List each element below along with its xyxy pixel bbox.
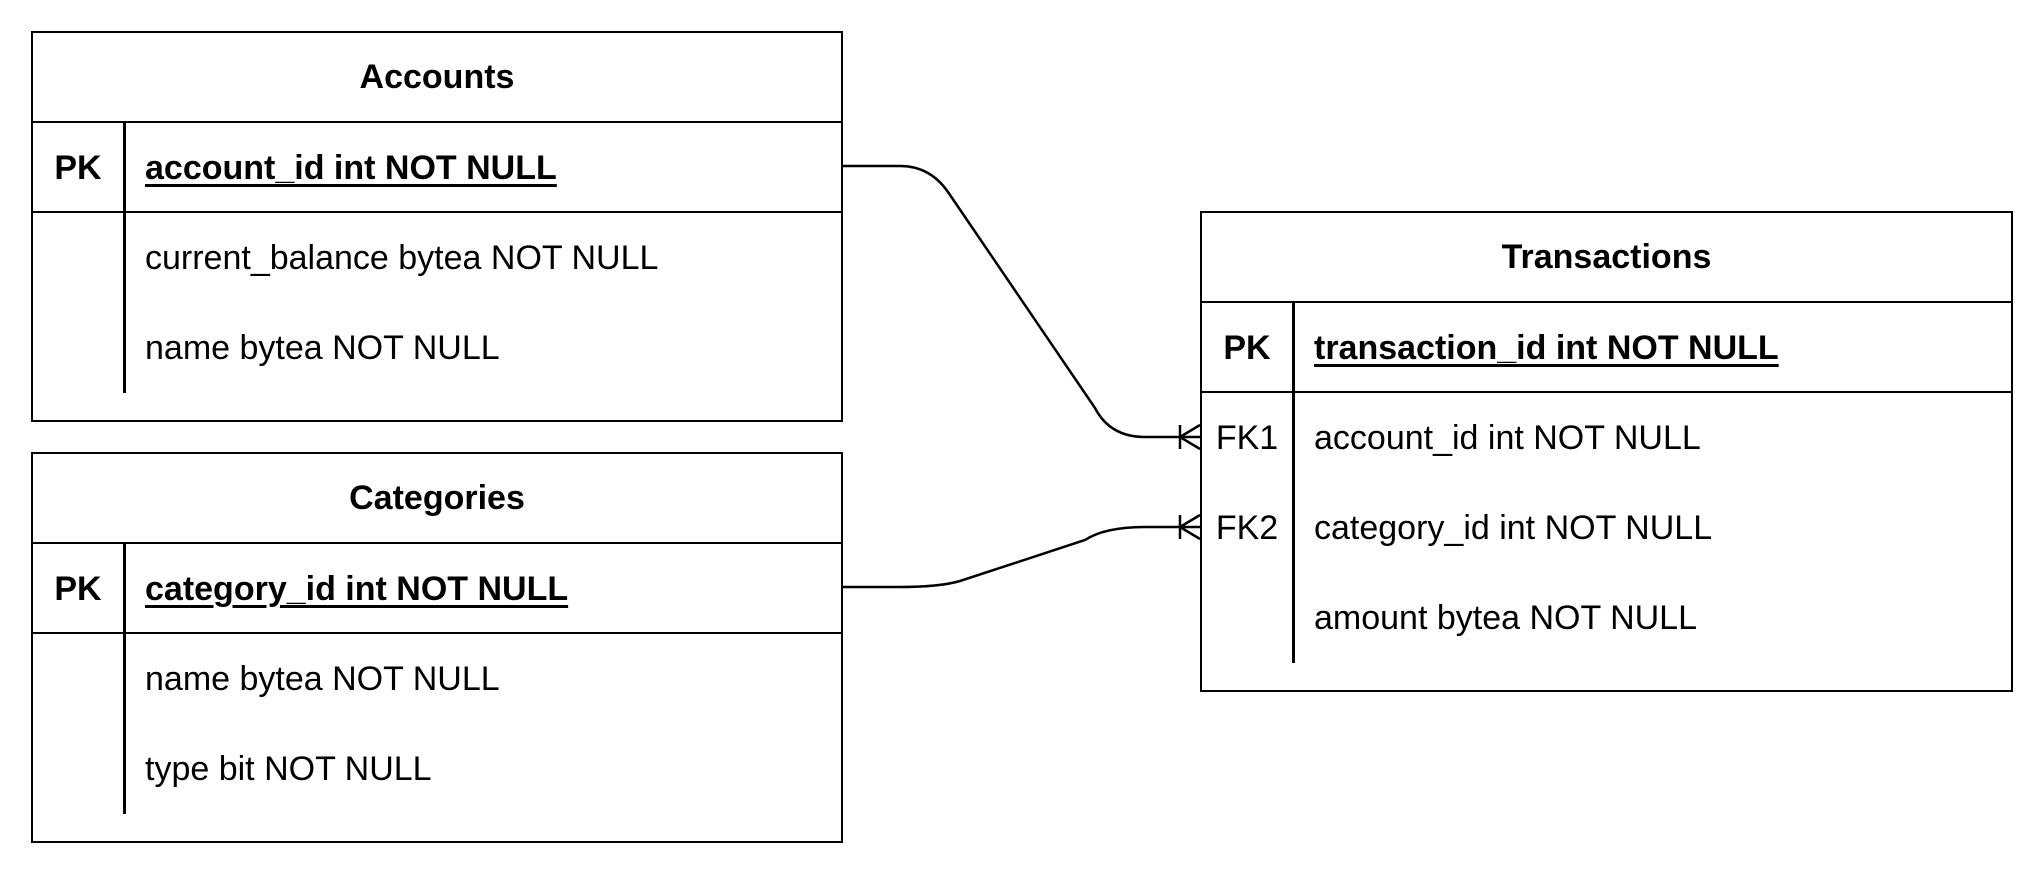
attribute-field: amount bytea NOT NULL bbox=[1314, 598, 1697, 637]
key-label bbox=[1202, 573, 1292, 663]
attribute-field: account_id int NOT NULL bbox=[1314, 418, 1701, 457]
attribute-row: name bytea NOT NULL bbox=[33, 634, 841, 724]
key-label bbox=[33, 634, 123, 724]
pk-label: PK bbox=[1223, 328, 1271, 367]
attribute-field: name bytea NOT NULL bbox=[145, 328, 500, 367]
key-label bbox=[33, 213, 123, 303]
entity-categories[interactable]: Categories PK category_id int NOT NULL n… bbox=[31, 452, 843, 843]
pk-label: PK bbox=[54, 148, 102, 187]
pk-field: category_id int NOT NULL bbox=[145, 569, 569, 608]
crows-foot-fk1 bbox=[1178, 423, 1201, 451]
pk-field: transaction_id int NOT NULL bbox=[1314, 328, 1779, 367]
attribute-row: name bytea NOT NULL bbox=[33, 303, 841, 393]
pk-row: PK account_id int NOT NULL bbox=[33, 123, 841, 213]
fk-label: FK1 bbox=[1215, 418, 1279, 457]
attribute-field: type bit NOT NULL bbox=[145, 749, 432, 788]
attribute-field: current_balance bytea NOT NULL bbox=[145, 238, 659, 277]
column-divider bbox=[1292, 303, 1295, 663]
pk-label: PK bbox=[54, 569, 102, 608]
relationship-accounts-transactions bbox=[843, 164, 1200, 439]
attribute-row: amount bytea NOT NULL bbox=[1202, 573, 2011, 663]
column-divider bbox=[123, 544, 126, 814]
key-label bbox=[33, 724, 123, 814]
relationship-categories-transactions bbox=[843, 525, 1200, 589]
entity-title: Categories bbox=[33, 454, 841, 544]
pk-row: PK category_id int NOT NULL bbox=[33, 544, 841, 634]
attribute-row: current_balance bytea NOT NULL bbox=[33, 213, 841, 303]
attribute-row: type bit NOT NULL bbox=[33, 724, 841, 814]
entity-title: Transactions bbox=[1202, 213, 2011, 303]
entity-title: Accounts bbox=[33, 33, 841, 123]
attribute-field: name bytea NOT NULL bbox=[145, 659, 500, 698]
fk-label: FK2 bbox=[1215, 508, 1279, 547]
entity-transactions[interactable]: Transactions PK transaction_id int NOT N… bbox=[1200, 211, 2013, 692]
attribute-field: category_id int NOT NULL bbox=[1314, 508, 1713, 547]
pk-field: account_id int NOT NULL bbox=[145, 148, 557, 187]
pk-row: PK transaction_id int NOT NULL bbox=[1202, 303, 2011, 393]
attribute-row: FK2 category_id int NOT NULL bbox=[1202, 483, 2011, 573]
column-divider bbox=[123, 123, 126, 393]
attribute-row: FK1 account_id int NOT NULL bbox=[1202, 393, 2011, 483]
entity-accounts[interactable]: Accounts PK account_id int NOT NULL curr… bbox=[31, 31, 843, 422]
key-label bbox=[33, 303, 123, 393]
crows-foot-fk2 bbox=[1178, 513, 1201, 541]
